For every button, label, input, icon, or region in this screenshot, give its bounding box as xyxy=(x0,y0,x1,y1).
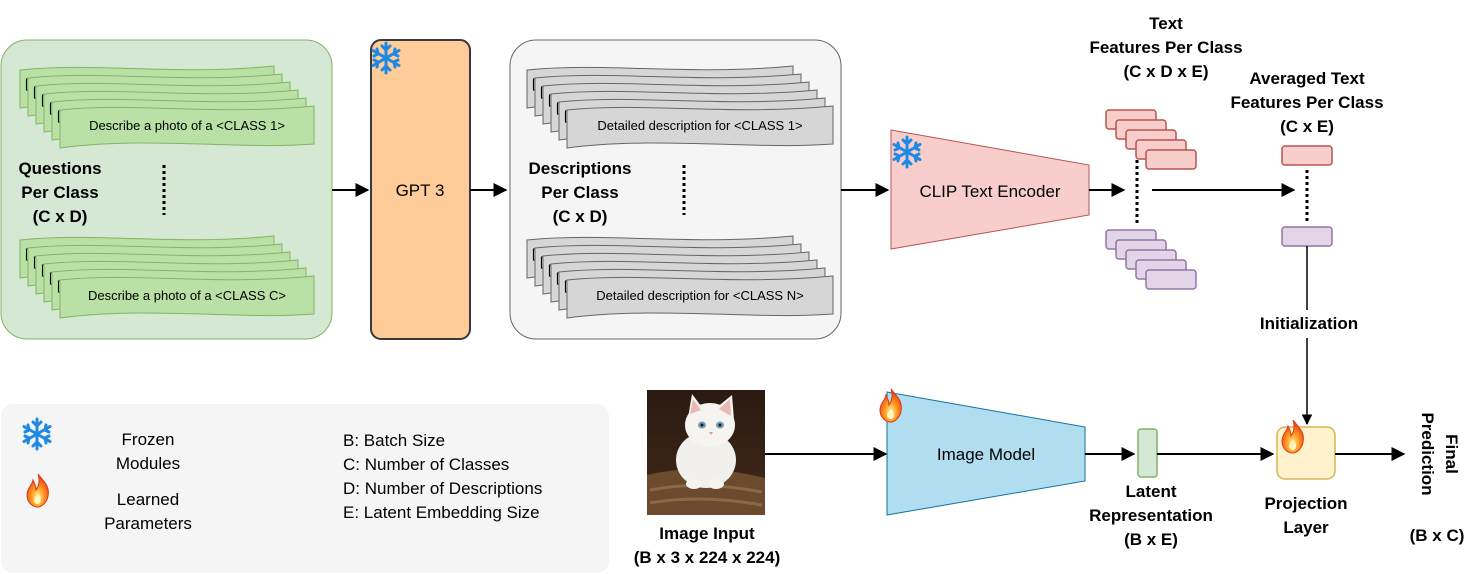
back-card-bracket: [ xyxy=(556,270,560,285)
averaged-features-line2: Features Per Class xyxy=(1230,93,1383,112)
averaged-feature-pink xyxy=(1281,145,1333,166)
back-card-bracket: [ xyxy=(532,246,536,261)
flame-icon xyxy=(1281,419,1304,454)
back-card-bracket: [ xyxy=(25,76,29,91)
back-card-bracket: [ xyxy=(33,254,37,269)
legend-def-e: E: Latent Embedding Size xyxy=(343,503,540,522)
clip-encoder-label: CLIP Text Encoder xyxy=(919,182,1060,201)
averaged-feature-purple xyxy=(1281,226,1333,247)
initialization-label: Initialization xyxy=(1260,314,1358,333)
image-input-line2: (B x 3 x 224 x 224) xyxy=(634,548,780,567)
final-prediction-line3: (B x C) xyxy=(1410,526,1465,545)
description-card-class-n-text: Detailed description for <CLASS N> xyxy=(596,288,803,303)
back-card-bracket: [ xyxy=(540,84,544,99)
back-card-bracket: [ xyxy=(556,100,560,115)
text-feature-pink xyxy=(1145,149,1197,170)
questions-label-line2: Per Class xyxy=(21,183,99,202)
gpt-box: GPT 3 xyxy=(370,39,471,340)
descriptions-label-line3: (C x D) xyxy=(553,207,608,226)
question-card-class-c xyxy=(59,275,315,319)
question-card-class-1-text: Describe a photo of a <CLASS 1> xyxy=(89,118,285,133)
text-features-line3: (C x D x E) xyxy=(1123,62,1208,81)
back-card-bracket: [ xyxy=(57,278,61,293)
back-card-bracket: [ xyxy=(41,262,45,277)
legend-learned-line2: Parameters xyxy=(104,514,192,533)
averaged-features-line3: (C x E) xyxy=(1280,117,1334,136)
latent-line2: Representation xyxy=(1089,506,1213,525)
image-model: Image Model xyxy=(879,388,1086,516)
descriptions-label-line2: Per Class xyxy=(541,183,619,202)
projection-line2: Layer xyxy=(1283,518,1329,537)
back-card-bracket: [ xyxy=(548,92,552,107)
latent-representation-box xyxy=(1137,428,1158,478)
legend-def-d: D: Number of Descriptions xyxy=(343,479,542,498)
image-input-line1: Image Input xyxy=(659,524,755,543)
question-card-stack-bottom: [ [ [ [ [ Describe a photo of a <CLASS C> xyxy=(19,235,315,319)
latent-line3: (B x E) xyxy=(1124,530,1178,549)
final-prediction-line1: Final xyxy=(1442,434,1461,474)
back-card-bracket: [ xyxy=(49,100,53,115)
question-card-class-1 xyxy=(59,105,315,149)
question-card-stack-top: [ [ [ [ [ Describe a photo of a <CLASS 1> xyxy=(19,65,315,149)
description-card-stack-bottom: [ [ [ [ [ Detailed description for <CLASS N> xyxy=(526,235,834,319)
text-feature-stack-purple xyxy=(1105,229,1197,290)
averaged-features-line1: Averaged Text xyxy=(1249,69,1365,88)
questions-label-line1: Questions xyxy=(18,159,101,178)
legend: Frozen Modules Learned Parameters B: Bat… xyxy=(1,404,609,573)
back-card-bracket: [ xyxy=(33,84,37,99)
text-features-line2: Features Per Class xyxy=(1089,38,1242,57)
back-card-bracket: [ xyxy=(57,108,61,123)
description-card-stack-top: [ [ [ [ [ Detailed description for <CLASS 1> xyxy=(526,65,834,149)
projection-layer xyxy=(1276,419,1336,480)
back-card-bracket: [ xyxy=(540,254,544,269)
back-card-bracket: [ xyxy=(532,76,536,91)
text-features: Text Features Per Class (C x D x E) xyxy=(1089,14,1243,290)
descriptions-panel: [[[[[Detailed description for <CLASS 1> … xyxy=(509,39,842,340)
projection-line1: Projection xyxy=(1264,494,1347,513)
back-card-bracket: [ xyxy=(25,246,29,261)
legend-frozen-line2: Modules xyxy=(116,454,180,473)
text-feature-stack-pink xyxy=(1105,109,1197,170)
averaged-features: Averaged Text Features Per Class (C x E) xyxy=(1230,69,1384,247)
clip-text-encoder: CLIP Text Encoder xyxy=(890,129,1090,250)
back-card-bracket: [ xyxy=(564,108,568,123)
latent-line1: Latent xyxy=(1126,482,1177,501)
gpt-label: GPT 3 xyxy=(396,181,445,200)
questions-panel: [[[[[Describe a photo of a <CLASS 1> [[[… xyxy=(0,39,333,340)
legend-def-b: B: Batch Size xyxy=(343,431,445,450)
description-card-class-n xyxy=(566,275,834,319)
legend-learned-line1: Learned xyxy=(117,490,179,509)
back-card-bracket: [ xyxy=(41,92,45,107)
final-prediction-line2: Prediction xyxy=(1418,412,1437,495)
image-model-label: Image Model xyxy=(937,445,1035,464)
text-features-line1: Text xyxy=(1149,14,1183,33)
text-feature-purple xyxy=(1145,269,1197,290)
back-card-bracket: [ xyxy=(49,270,53,285)
kitten-image xyxy=(647,390,765,515)
legend-frozen-line1: Frozen xyxy=(122,430,175,449)
question-card-class-c-text: Describe a photo of a <CLASS C> xyxy=(88,288,286,303)
description-card-class-1 xyxy=(566,105,834,149)
questions-label-line3: (C x D) xyxy=(33,207,88,226)
legend-def-c: C: Number of Classes xyxy=(343,455,509,474)
back-card-bracket: [ xyxy=(548,262,552,277)
descriptions-label-line1: Descriptions xyxy=(529,159,632,178)
back-card-bracket: [ xyxy=(564,278,568,293)
description-card-class-1-text: Detailed description for <CLASS 1> xyxy=(597,118,802,133)
